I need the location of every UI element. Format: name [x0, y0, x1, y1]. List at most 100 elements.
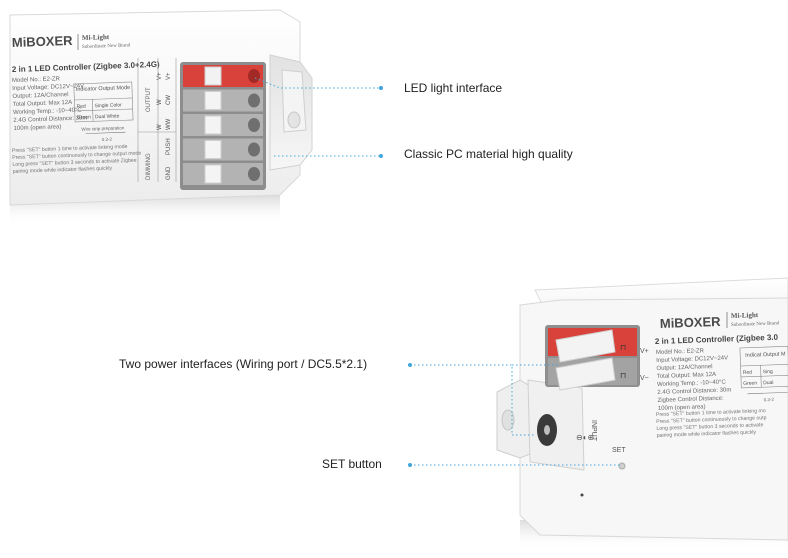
leader-power-1	[410, 364, 534, 436]
top-instruction-line-3: pairing mode while indicator flashes qui…	[13, 166, 113, 175]
top-terminal-lever-0[interactable]	[204, 66, 222, 86]
polarity-icon: ⊖◐⊕	[576, 433, 594, 442]
top-terminal-label-4: GND	[166, 166, 172, 180]
top-spec-line-6: 100m (open area)	[14, 124, 62, 132]
bottom-spec-line-2: Output: 12A/Channel	[656, 364, 712, 372]
top-terminal-label-1: CW	[166, 95, 172, 105]
top-terminal-slot-4	[183, 163, 263, 185]
callout-set-button: SET button	[322, 457, 382, 471]
bottom-title: 2 in 1 LED Controller (Zigbee 3.0	[655, 333, 779, 346]
top-terminal-left-label-1: W	[157, 99, 163, 105]
bottom-indicator-table: Indicat Output M Red Sing Green Dual 0.3…	[739, 346, 788, 402]
top-section-dimming: DIMMING	[146, 153, 152, 180]
top-terminal-block	[180, 62, 266, 190]
top-brand-tag: Subordinate New Brand	[82, 43, 131, 50]
bottom-instruction-line-1: Press "SET" button continuously to chang…	[656, 415, 767, 425]
top-spec-line-4: Working Temp.: -10~40°C	[13, 108, 83, 116]
top-indicator-row-0-mode: Single Color	[94, 102, 122, 109]
bottom-spec-line-4: Working Temp.: -10~40°C	[657, 380, 727, 388]
top-controller: MiBOXER Mi-Light Subordinate New Brand 2…	[9, 9, 313, 225]
top-terminal-hole-1	[248, 93, 260, 108]
bottom-lever-1	[555, 329, 616, 363]
callout-power-interfaces: Two power interfaces (Wiring port / DC5.…	[119, 357, 368, 371]
bottom-spec-line-0: Model No.: E2-ZR	[656, 348, 705, 356]
top-terminal-slot-2	[183, 114, 263, 136]
bottom-indicator-header: Indicat Output M	[745, 351, 786, 358]
dot-pc	[379, 154, 383, 158]
top-terminal-slot-3	[183, 138, 263, 161]
bottom-brand-sub: Mi-Light	[731, 311, 759, 320]
top-instructions: Press "SET" button 1 time to activate li…	[12, 144, 142, 175]
top-terminal-hole-0	[248, 69, 260, 83]
bottom-terminal-plus-label: V+	[640, 348, 649, 355]
bottom-instruction-line-3: pairing mode while indicator flashes qui…	[657, 430, 757, 439]
bottom-instructions: Press "SET" button 1 time to activate li…	[656, 408, 767, 439]
top-terminal-hole-2	[248, 118, 260, 132]
top-terminal-label-0: V+	[166, 72, 172, 80]
bottom-indicator-row-1-mode: Dual	[763, 380, 774, 386]
bottom-jack-mark-2: ⊓	[620, 371, 626, 380]
callout-leaders	[254, 77, 620, 466]
leader-led-interface	[254, 77, 380, 89]
top-terminal-slot-0	[183, 65, 263, 87]
indicator-led	[580, 493, 584, 497]
top-terminal-label-2: WW	[166, 118, 172, 130]
top-terminal-lever-4[interactable]	[204, 164, 222, 184]
top-spec-line-0: Model No.: E2-ZR	[12, 76, 61, 84]
top-brand: MiBOXER	[12, 33, 74, 50]
bottom-terminal-block: ⊓ ⊓	[545, 325, 640, 391]
bottom-terminal-minus-label: V−	[640, 375, 649, 382]
bottom-spec-line-6: Zigbee Control Distance:	[658, 396, 725, 404]
bottom-jack-mark-1: ⊓	[620, 343, 626, 352]
top-terminal-left-label-2: W	[157, 124, 163, 130]
bottom-input-label: INPUT	[590, 420, 597, 442]
dc-jack-pin	[544, 425, 550, 435]
bottom-lever-2	[555, 357, 616, 391]
callout-pc-material: Classic PC material high quality	[404, 147, 573, 161]
top-spec-line-3: Total Output: Max 12A	[13, 100, 73, 108]
bottom-indicator-row-0-mode: Sing	[763, 369, 773, 375]
bottom-brand: MiBOXER	[660, 314, 722, 331]
bottom-indicator-row-0-color: Red	[743, 370, 753, 376]
top-brand-sub: Mi-Light	[82, 33, 110, 42]
top-indicator-row-1-mode: Dual White	[95, 113, 120, 120]
bottom-brand-tag: Subordinate New Brand	[731, 321, 780, 328]
top-terminal-lever-1[interactable]	[204, 91, 222, 110]
bottom-indicator-row-1-color: Green	[743, 380, 757, 386]
top-section-output: OUTPUT	[146, 87, 152, 112]
top-terminal-lever-2[interactable]	[204, 115, 222, 135]
top-indicator-table: Indicator Output Mode Red Single Color G…	[73, 81, 134, 142]
top-spec-line-5: 2.4G Control Distance: 30m	[13, 115, 87, 124]
top-instruction-line-1: Press "SET" button continuously to chang…	[12, 150, 141, 161]
top-spec-line-2: Output: 12A/Channel	[12, 92, 68, 100]
bottom-instruction-line-0: Press "SET" button 1 time to activate li…	[656, 408, 766, 418]
top-terminal-hole-4	[248, 167, 260, 181]
top-indicator-header: Indicator Output Mode	[76, 85, 131, 93]
top-terminal-lever-3[interactable]	[204, 140, 222, 159]
set-button[interactable]	[618, 462, 626, 470]
bottom-controller: MiBOXER Mi-Light Subordinate New Brand 2…	[496, 277, 788, 550]
bottom-spec-line-3: Total Output: Max 12A	[657, 372, 717, 380]
top-mount-hole	[287, 111, 301, 129]
dot-led	[379, 86, 383, 90]
top-indicator-row-1-color: Green	[77, 114, 91, 120]
top-terminal-label-3: PUSH	[166, 138, 172, 155]
dot-power	[408, 363, 412, 367]
top-terminal-hole-3	[248, 142, 260, 157]
bottom-spec-line-5: 2.4G Control Distance: 30m	[657, 387, 731, 396]
top-instruction-line-0: Press "SET" button 1 time to activate li…	[12, 144, 128, 154]
top-indicator-row-0-color: Red	[76, 104, 86, 110]
top-instruction-line-2: Long press "SET" button 3 seconds to act…	[12, 158, 136, 168]
bottom-instruction-line-2: Long press "SET" button 3 seconds to act…	[656, 422, 763, 432]
dot-set	[408, 463, 412, 467]
top-strip-note: Wire strip preparation	[81, 125, 125, 132]
top-mount-tab	[281, 69, 307, 133]
bottom-mount-hole	[501, 409, 515, 431]
bottom-strip-dim: 0.3-2	[764, 397, 775, 402]
bottom-spec-line-7: 100m (open area)	[658, 404, 706, 412]
top-terminal-slot-1	[183, 89, 263, 112]
